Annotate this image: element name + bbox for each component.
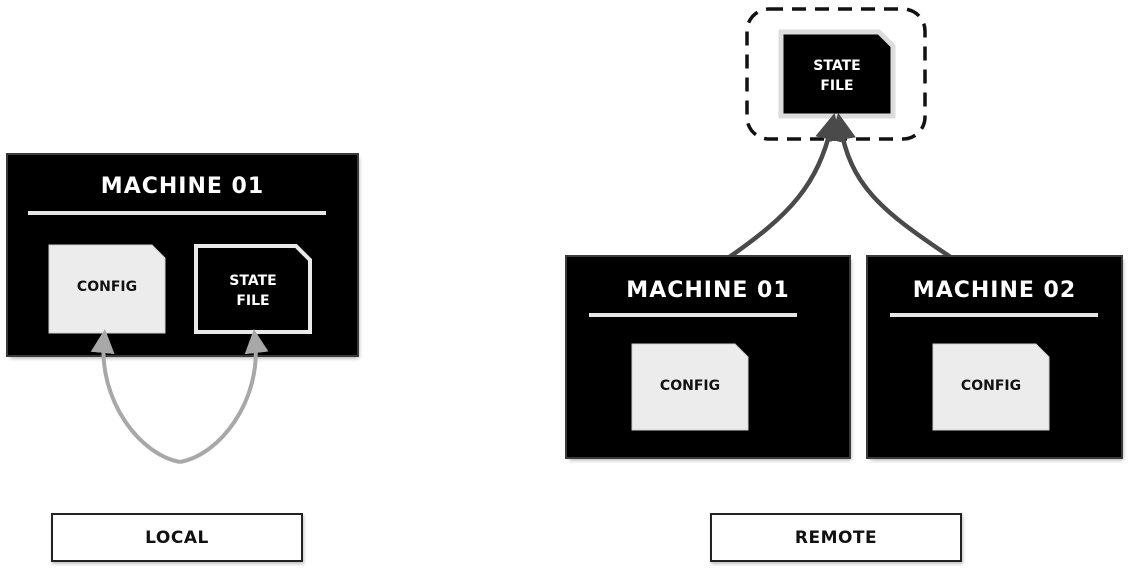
document-icon [778,29,896,119]
remote-caption: REMOTE [710,513,962,562]
local-state-label-line2: FILE [236,293,270,309]
local-machine-title: MACHINE 01 [100,174,265,199]
remote-state-label-line2: FILE [820,78,854,94]
local-config-document: CONFIG [48,244,166,334]
remote-arrow-from-machine-01 [726,113,842,260]
local-state-label-line1: STATE [229,273,277,289]
local-machine-divider [28,211,326,215]
remote-machine-02-box: MACHINE 02 CONFIG [868,257,1121,457]
remote-machine-01-box: MACHINE 01 CONFIG [567,257,849,457]
remote-machine-01-divider [589,313,797,317]
remote-arrow-from-machine-02 [829,112,954,260]
local-machine-box: MACHINE 01 CONFIG STATE FILE [8,155,357,355]
remote-state-label-line1: STATE [813,58,861,74]
local-config-label: CONFIG [76,279,138,295]
document-icon [48,244,166,334]
local-caption: LOCAL [51,513,303,562]
remote-machine-02-config-document: CONFIG [932,343,1050,431]
remote-state-file-document: STATE FILE [778,29,896,119]
remote-machine-02-divider [890,313,1098,317]
remote-machine-02-config-label: CONFIG [960,378,1022,394]
document-icon [631,343,749,431]
local-state-file-document: STATE FILE [194,244,312,334]
remote-machine-01-config-label: CONFIG [659,378,721,394]
document-icon [194,244,312,334]
remote-machine-01-title: MACHINE 01 [626,278,790,303]
remote-machine-01-config-document: CONFIG [631,343,749,431]
local-arrow-to-state [179,329,269,464]
remote-machine-02-title: MACHINE 02 [912,278,1077,303]
document-icon [932,343,1050,431]
local-arrow-to-config [90,329,181,464]
